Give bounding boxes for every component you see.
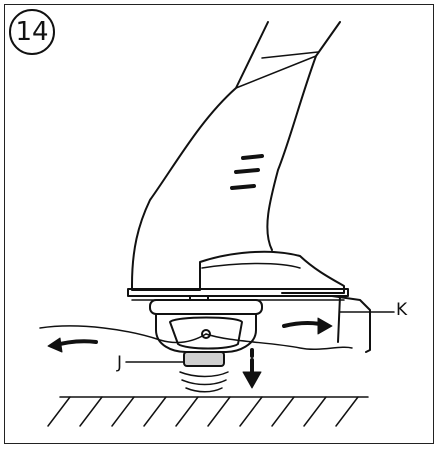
guard <box>127 250 349 301</box>
spool-head <box>149 295 263 353</box>
direction-arrows <box>47 317 333 389</box>
ground <box>47 396 369 427</box>
trimmer-shaft <box>131 21 341 286</box>
step-number: 14 <box>15 17 49 47</box>
label-j: J <box>117 353 123 373</box>
bump-knob <box>125 351 229 393</box>
vent-slots <box>230 154 264 190</box>
label-k: K <box>396 300 408 320</box>
trimmer-line <box>39 325 353 351</box>
figure-frame <box>4 4 434 444</box>
step-number-badge: 14 <box>9 9 55 55</box>
line-cutter-bracket <box>331 295 395 353</box>
